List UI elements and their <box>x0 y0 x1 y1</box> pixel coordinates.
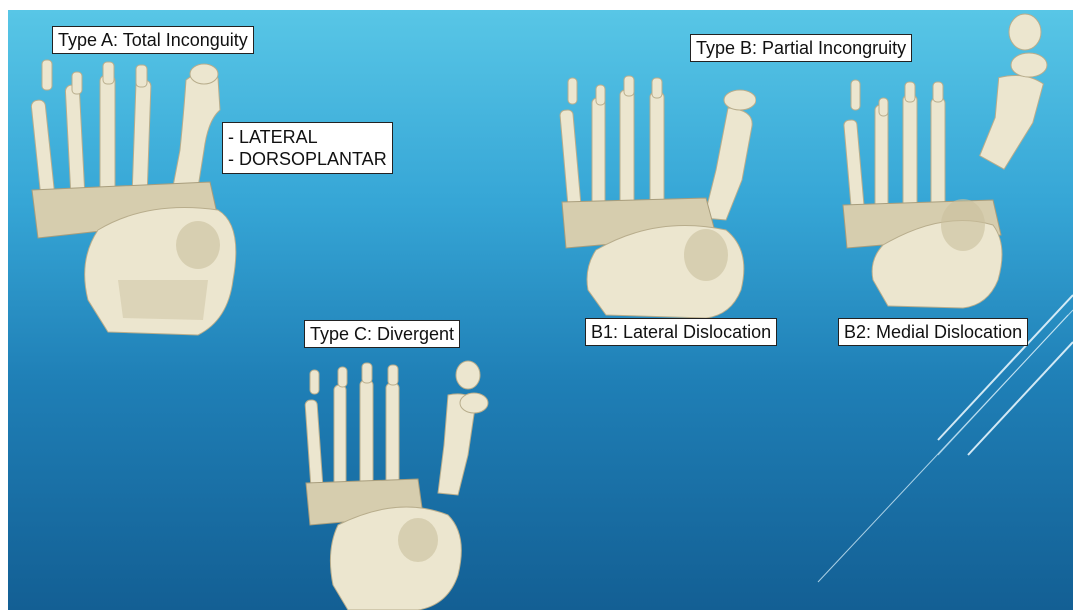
type-c-label: Type C: Divergent <box>304 320 460 348</box>
metatarsal-bones <box>305 361 488 495</box>
diagram-canvas: Type A: Total Inconguity - LATERAL - DOR… <box>8 10 1073 610</box>
specimen-type-a <box>28 50 238 340</box>
metatarsal-bones <box>31 60 220 202</box>
specimen-type-c <box>298 355 508 610</box>
view-lateral: - LATERAL <box>228 126 387 148</box>
type-b-label: Type B: Partial Incongruity <box>690 34 912 62</box>
view-dorsoplantar: - DORSOPLANTAR <box>228 148 387 170</box>
specimen-b1 <box>556 70 756 320</box>
hindfoot-bones <box>330 507 461 610</box>
views-label-box: - LATERAL - DORSOPLANTAR <box>222 122 393 174</box>
type-a-label: Type A: Total Inconguity <box>52 26 254 54</box>
b2-label: B2: Medial Dislocation <box>838 318 1028 346</box>
b1-label: B1: Lateral Dislocation <box>585 318 777 346</box>
metatarsal-bones <box>560 76 756 220</box>
